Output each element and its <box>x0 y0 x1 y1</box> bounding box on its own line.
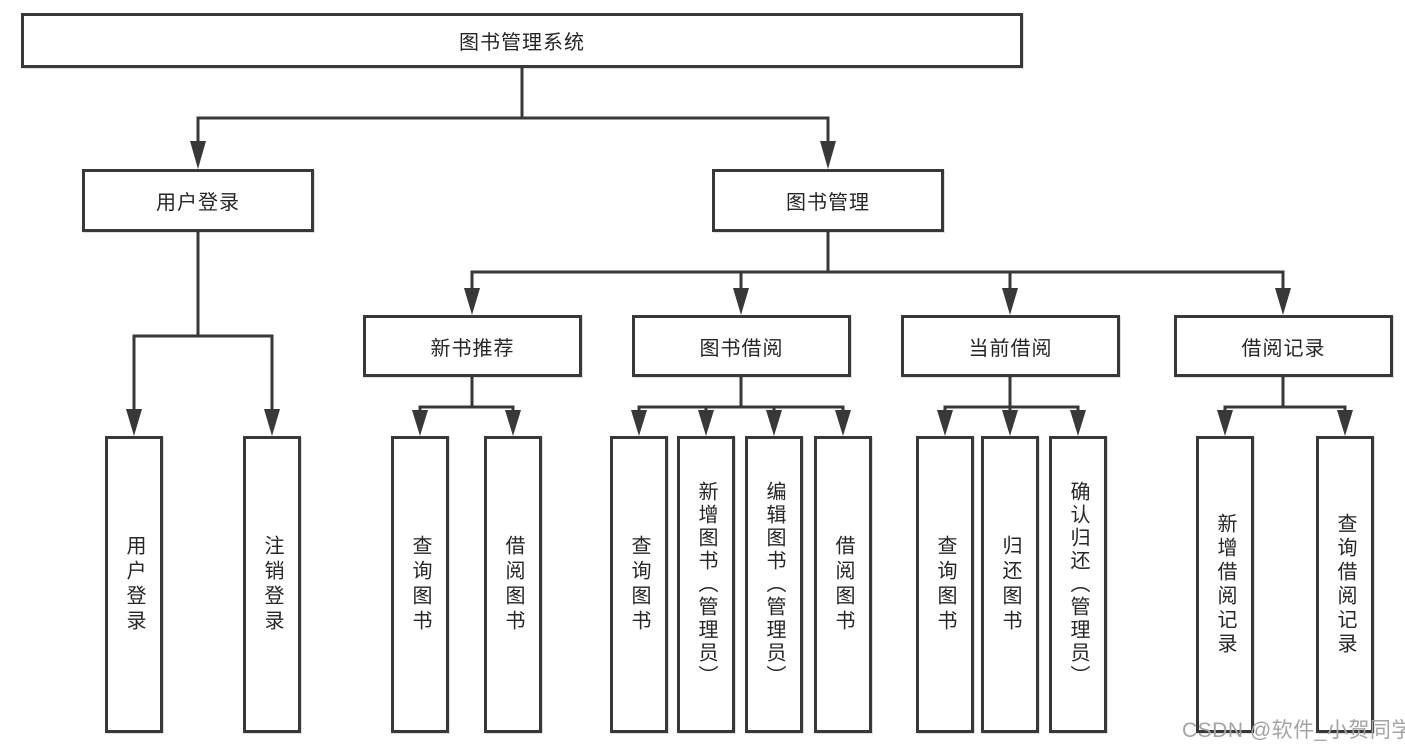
node-new-book-recommend: 新书推荐 <box>363 315 582 377</box>
node-user-login: 用户登录 <box>82 169 314 232</box>
leaf-add-borrow-record: 新增借阅记录 <box>1196 436 1254 733</box>
leaf-logout: 注销登录 <box>243 436 301 733</box>
connector-records-children <box>1223 377 1347 412</box>
leaf-add-books-admin: 新增图书（管理员） <box>677 436 735 733</box>
connector-book-mgmt-children <box>470 232 1285 290</box>
node-book-management: 图书管理 <box>712 169 944 232</box>
csdn-watermark: CSDN @软件_小贺同学 <box>1182 719 1405 742</box>
leaf-edit-books-admin: 编辑图书（管理员） <box>745 436 803 733</box>
node-book-borrow: 图书借阅 <box>632 315 851 377</box>
connector-root-to-level2 <box>196 68 830 144</box>
leaf-query-borrow-record: 查询借阅记录 <box>1316 436 1374 733</box>
node-current-borrow: 当前借阅 <box>901 315 1120 377</box>
leaf-return-books: 归还图书 <box>981 436 1039 733</box>
leaf-borrow-query-books: 查询图书 <box>610 436 668 733</box>
node-borrow-records: 借阅记录 <box>1174 315 1393 377</box>
connector-user-login-children <box>132 232 274 411</box>
connector-current-children <box>943 377 1080 412</box>
leaf-user-login: 用户登录 <box>105 436 163 733</box>
connector-recommend-children <box>418 377 515 412</box>
connector-borrow-children <box>637 377 845 412</box>
leaf-borrow-books: 借阅图书 <box>814 436 872 733</box>
arrowheads <box>126 141 1353 436</box>
leaf-confirm-return-admin: 确认归还（管理员） <box>1049 436 1107 733</box>
leaf-current-query-books: 查询图书 <box>916 436 974 733</box>
leaf-recommend-query-books: 查询图书 <box>391 436 449 733</box>
node-book-management-system: 图书管理系统 <box>21 13 1023 68</box>
leaf-recommend-borrow-books: 借阅图书 <box>484 436 542 733</box>
